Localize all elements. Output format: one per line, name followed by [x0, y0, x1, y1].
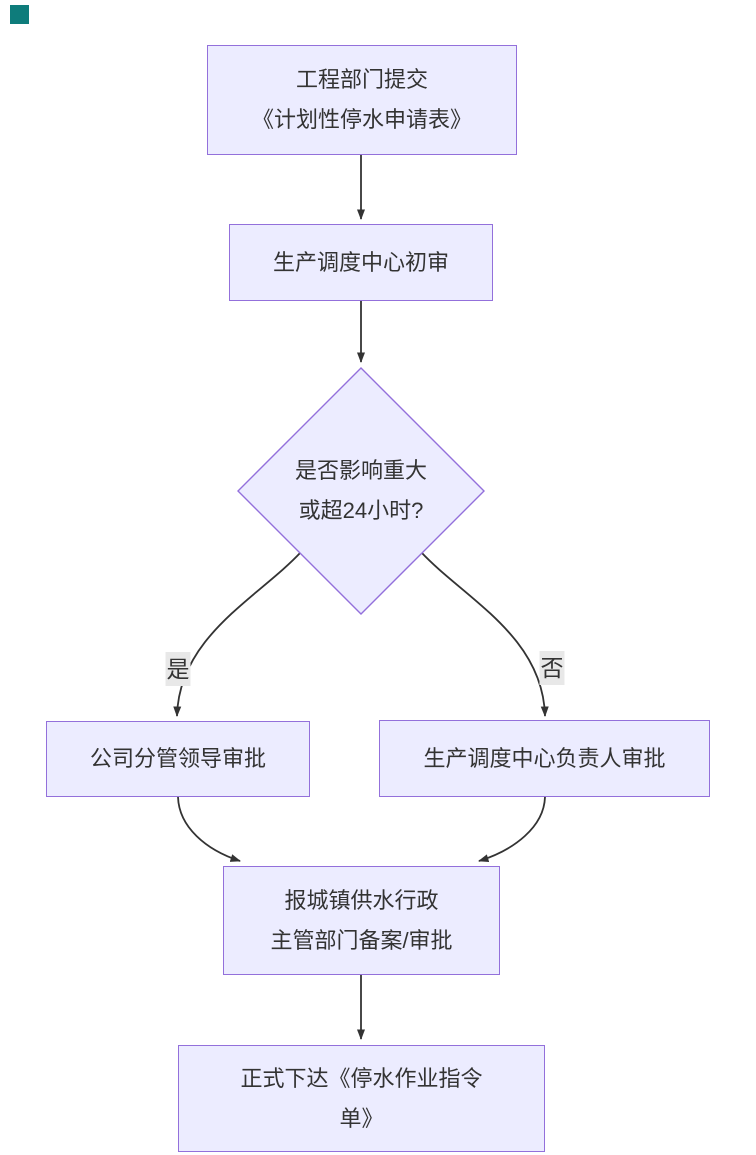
- edge-decision-no: [420, 551, 549, 717]
- flow-node-dispatch-head-approval: 生产调度中心负责人审批: [379, 720, 710, 797]
- decision-diamond-shape: [237, 367, 485, 615]
- edge-dispatch-to-report: [478, 796, 546, 862]
- flow-node-issue-order-label: 正式下达《停水作业指令 单》: [240, 1065, 483, 1131]
- edge-leader-to-report: [177, 796, 241, 862]
- flow-node-issue-order: 正式下达《停水作业指令 单》: [178, 1045, 545, 1152]
- flow-node-submit: 工程部门提交 《计划性停水申请表》: [207, 45, 517, 155]
- flow-node-dispatch-head-approval-label: 生产调度中心负责人审批: [423, 745, 666, 771]
- teal-corner-square: [10, 5, 29, 24]
- flow-node-leader-approval: 公司分管领导审批: [46, 721, 310, 797]
- flow-node-report-filing-label: 报城镇供水行政 主管部门备案/审批: [270, 887, 453, 953]
- flow-node-report-filing: 报城镇供水行政 主管部门备案/审批: [223, 866, 500, 975]
- flow-node-leader-approval-label: 公司分管领导审批: [89, 746, 266, 771]
- edge-decision-yes: [173, 551, 302, 717]
- flow-node-submit-label: 工程部门提交 《计划性停水申请表》: [251, 67, 472, 132]
- flow-node-initial-review-label: 生产调度中心初审: [272, 249, 449, 275]
- flow-node-initial-review: 生产调度中心初审: [229, 224, 493, 301]
- edge-label-yes: 是: [165, 652, 191, 686]
- edge-label-no: 否: [539, 651, 565, 685]
- flow-node-decision-label: 是否影响重大 或超24小时?: [294, 458, 427, 523]
- flow-node-decision: 是否影响重大 或超24小时?: [251, 451, 471, 531]
